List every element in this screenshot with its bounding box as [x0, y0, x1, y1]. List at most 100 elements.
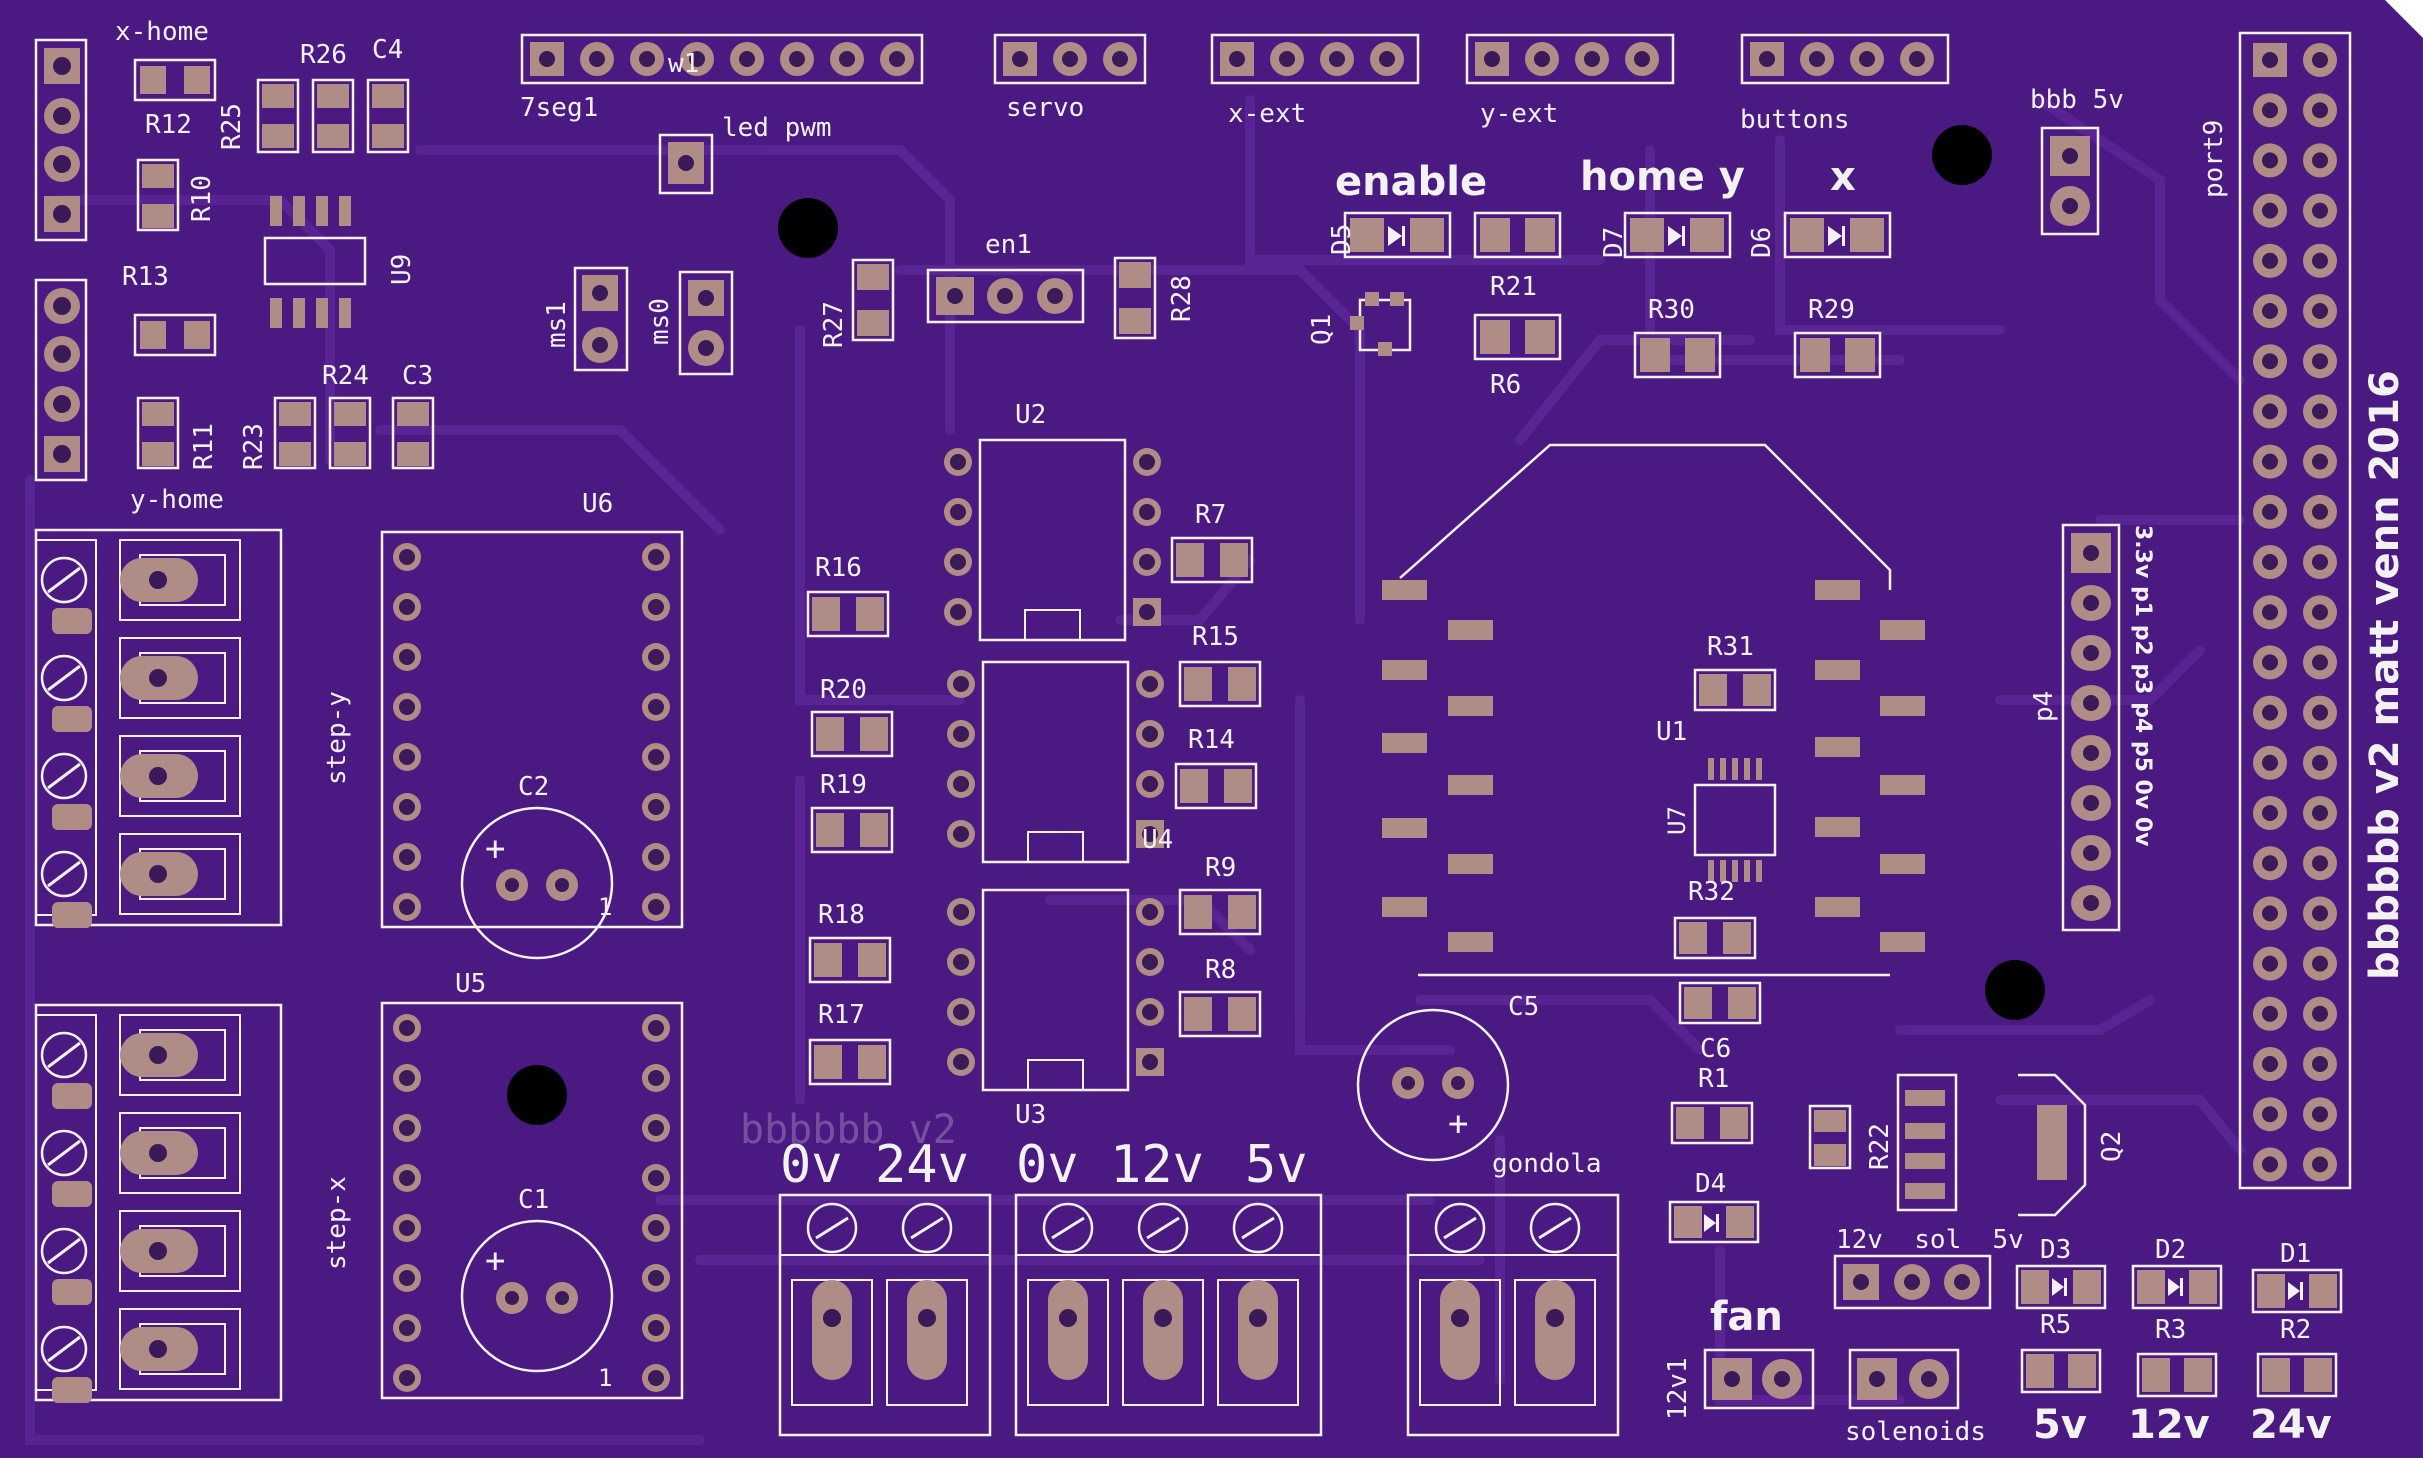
- r32-ref: R32: [1688, 877, 1735, 907]
- header-y-ext: [1465, 33, 1675, 85]
- board-title-vertical: bbbbbb v2 matt venn 2016: [2362, 370, 2408, 980]
- r11-ref: R11: [189, 423, 219, 470]
- d4-ref: D4: [1695, 1169, 1726, 1199]
- r21-ref: R21: [1490, 272, 1537, 302]
- step-x-label: step-x: [322, 1176, 352, 1270]
- r12-ref: R12: [145, 110, 192, 140]
- ms1-label: ms1: [542, 301, 572, 348]
- ms0-label: ms0: [645, 298, 675, 345]
- d5-ref: D5: [1327, 224, 1357, 255]
- w1-ref: w1: [668, 49, 699, 79]
- r6-ref: R6: [1490, 370, 1521, 400]
- home-y-label: home y: [1580, 154, 1745, 200]
- u3-ref: U3: [1015, 1100, 1046, 1130]
- x-label: x: [1830, 154, 1856, 200]
- u5-pin1-mark: 1: [598, 1364, 612, 1392]
- optocoupler-area: [944, 438, 1164, 1092]
- r14-ref: R14: [1188, 725, 1235, 755]
- header-servo-label: servo: [1006, 93, 1084, 123]
- header-7seg1-label: 7seg1: [520, 93, 598, 123]
- c5-ref: C5: [1508, 992, 1539, 1022]
- module-u1: [1382, 443, 1925, 977]
- p4-header: [2071, 533, 2111, 921]
- u6-pin1-mark: 1: [598, 893, 612, 921]
- r3-ref: R3: [2155, 1315, 2186, 1345]
- header-7seg1: w1: [520, 33, 924, 85]
- jumper-ms0: [678, 270, 734, 376]
- y-home-label: y-home: [130, 485, 224, 515]
- transistor-q1: [1350, 292, 1412, 356]
- en1-label: en1: [985, 230, 1032, 260]
- r13-ref: R13: [122, 262, 169, 292]
- sol-header-label: 12v sol 5v: [1836, 1225, 2024, 1255]
- header-y-ext-label: y-ext: [1480, 99, 1558, 129]
- d7-ref: D7: [1599, 227, 1629, 258]
- stepper-driver-u5: [380, 1001, 684, 1400]
- power-label-12v: 12v: [1110, 1135, 1204, 1195]
- power-terminals: [778, 1193, 1620, 1437]
- ic-u7: [1693, 758, 1777, 882]
- d6-ref: D6: [1747, 227, 1777, 258]
- port9-label: port9: [2199, 120, 2229, 198]
- r1-ref: R1: [1698, 1064, 1729, 1094]
- resistor-column-right: R7 R15 R14 R9 R8: [1170, 500, 1262, 1038]
- y-home-header: [44, 288, 80, 472]
- ghost-text: bbbbbb v2: [740, 1107, 957, 1153]
- c1-ref: C1: [518, 1185, 549, 1215]
- header-x-ext-label: x-ext: [1228, 99, 1306, 129]
- r22-ref: R22: [1865, 1123, 1895, 1170]
- fan-label: fan: [1710, 1294, 1783, 1340]
- c1-plus: +: [485, 1241, 505, 1281]
- c2-ref: C2: [518, 772, 549, 802]
- r31-ref: R31: [1707, 632, 1754, 662]
- u2-ref: U2: [1015, 400, 1046, 430]
- jumper-bbb-5v: [2040, 126, 2100, 236]
- power-label-5v: 5v: [1245, 1135, 1308, 1195]
- r10-ref: R10: [187, 175, 217, 222]
- terminal-step-y: [34, 528, 283, 928]
- r23-ref: R23: [239, 423, 269, 470]
- q2-ref: Q2: [2097, 1131, 2127, 1162]
- r28-ref: R28: [1167, 275, 1197, 322]
- r2-ref: R2: [2280, 1315, 2311, 1345]
- resistor-column-left: R16 R20 R19 R18 R17: [806, 553, 894, 1086]
- r19-ref: R19: [820, 770, 867, 800]
- sol-jumper: [1833, 1254, 1992, 1310]
- smd-cluster-top-left: R12 R25 R26 C4 R10 U9 R13 R11 R23 R24: [122, 35, 435, 470]
- 24v-label: 24v: [2250, 1402, 2332, 1448]
- r16-ref: R16: [815, 553, 862, 583]
- 12v1-label: 12v1: [1663, 1357, 1693, 1420]
- power-label-0v-b: 0v: [1016, 1135, 1079, 1195]
- r26-ref: R26: [300, 40, 347, 70]
- stepper-driver-u6: [380, 530, 684, 929]
- r9-ref: R9: [1205, 853, 1236, 883]
- r20-ref: R20: [820, 675, 867, 705]
- r24-ref: R24: [322, 361, 369, 391]
- r25-ref: R25: [217, 103, 247, 150]
- header-x-ext: [1210, 33, 1420, 85]
- power-label-0v-a: 0v: [780, 1135, 843, 1195]
- r27-ref: R27: [819, 301, 849, 348]
- r30-ref: R30: [1648, 295, 1695, 325]
- header-servo: [993, 33, 1147, 85]
- p4-pin-labels: 3.3v p1 p2 p3 p4 p5 0v 0v: [2130, 525, 2155, 847]
- x-home-label: x-home: [115, 17, 209, 47]
- c2-plus: +: [485, 829, 505, 869]
- u5-ref: U5: [455, 969, 486, 999]
- power-leds: D3 D2 D1 R5 R3 R2: [2015, 1235, 2343, 1398]
- 12v-label: 12v: [2128, 1402, 2210, 1448]
- jumper-ms1: [573, 266, 629, 372]
- power-label-24v: 24v: [875, 1135, 969, 1195]
- port9-header: [2253, 43, 2337, 1182]
- solenoids-header: [1848, 1348, 1960, 1410]
- u9-ref: U9: [387, 254, 417, 285]
- led-d6: [1783, 211, 1892, 259]
- led-pwm-label: led pwm: [722, 113, 832, 143]
- r8-ref: R8: [1205, 955, 1236, 985]
- step-y-label: step-y: [322, 691, 352, 785]
- diode-d4: [1668, 1200, 1760, 1244]
- c5-plus: +: [1448, 1104, 1468, 1144]
- r17-ref: R17: [818, 1000, 865, 1030]
- c4-ref: C4: [372, 35, 403, 65]
